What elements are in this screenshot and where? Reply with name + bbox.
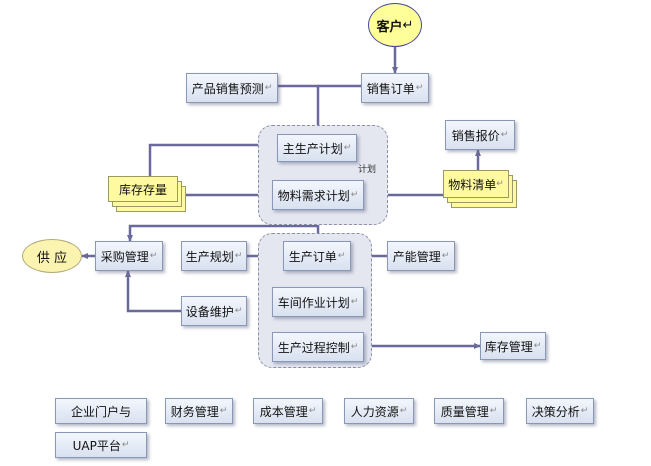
process-control-box: 生产过程控制↵ — [272, 332, 364, 362]
equipment-to-purchase-connector — [125, 270, 181, 313]
customer-node: 客户↵ — [368, 3, 422, 47]
module-hr-box: 人力资源↵ — [344, 398, 414, 424]
sales-quote-box: 销售报价↵ — [445, 120, 515, 150]
module-decision-box: 决策分析↵ — [526, 398, 594, 424]
module-portal-box: 企业门户与 — [55, 398, 147, 424]
capacity-box: 产能管理↵ — [387, 241, 455, 271]
plan-group-label: 计划 — [358, 165, 377, 175]
purchase-box: 采购管理↵ — [95, 241, 163, 271]
supply-node: 供 应 — [22, 239, 82, 273]
master-plan-box: 主生产计划↵ — [277, 134, 357, 162]
module-cost-box: 成本管理↵ — [253, 398, 323, 424]
inventory-doc-front — [108, 176, 178, 202]
module-finance-box: 财务管理↵ — [165, 398, 233, 424]
module-uap-box: UAP平台↵ — [55, 432, 147, 458]
sales-forecast-box: 产品销售预测↵ — [186, 73, 278, 103]
sales-order-box: 销售订单↵ — [361, 73, 429, 103]
inventory-to-master-plan-connector — [148, 142, 278, 176]
bom-doc-front — [443, 170, 509, 198]
mrp-feed-to-purchase-connector — [127, 224, 318, 242]
mrp-box: 物料需求计划↵ — [272, 180, 364, 210]
module-quality-box: 质量管理↵ — [434, 398, 504, 424]
equipment-box: 设备维护↵ — [181, 296, 247, 326]
production-order-box: 生产订单↵ — [283, 241, 351, 271]
shop-floor-plan-box: 车间作业计划↵ — [272, 287, 364, 317]
inventory-mgmt-box: 库存管理↵ — [480, 332, 546, 360]
inventory-doc-label: 库存存量 — [118, 182, 167, 197]
bom-doc-label: 物料清单↵ — [448, 177, 504, 192]
production-planning-box: 生产规划↵ — [181, 241, 247, 271]
